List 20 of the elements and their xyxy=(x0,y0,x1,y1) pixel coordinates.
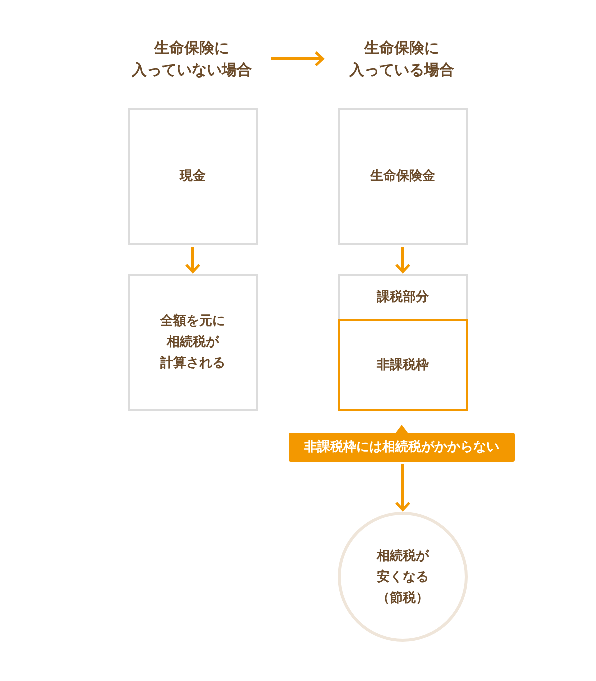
highlight-box xyxy=(338,319,468,411)
box-label: 課税部分 xyxy=(377,288,429,307)
circle-label: 相続税が安くなる（節税） xyxy=(377,548,429,608)
arrow xyxy=(271,51,324,67)
arrow xyxy=(185,247,201,274)
box-label: 生命保険金 xyxy=(370,168,436,186)
column-heading: 生命保険に入っている場合 xyxy=(327,36,477,82)
box-label: 非課税枠 xyxy=(377,356,429,374)
box-label: 現金 xyxy=(180,168,206,186)
process-box xyxy=(338,108,468,245)
column-heading: 生命保険に入っていない場合 xyxy=(117,36,267,82)
arrow xyxy=(395,247,411,274)
process-box xyxy=(128,108,258,245)
callout-text: 非課税枠には相続税がかからない xyxy=(304,439,500,457)
arrow xyxy=(395,464,411,512)
process-box xyxy=(128,274,258,411)
result-circle xyxy=(338,512,468,642)
process-box xyxy=(338,274,468,411)
box-label: 全額を元に相続税が計算される xyxy=(160,312,226,373)
callout-bubble xyxy=(289,425,515,462)
